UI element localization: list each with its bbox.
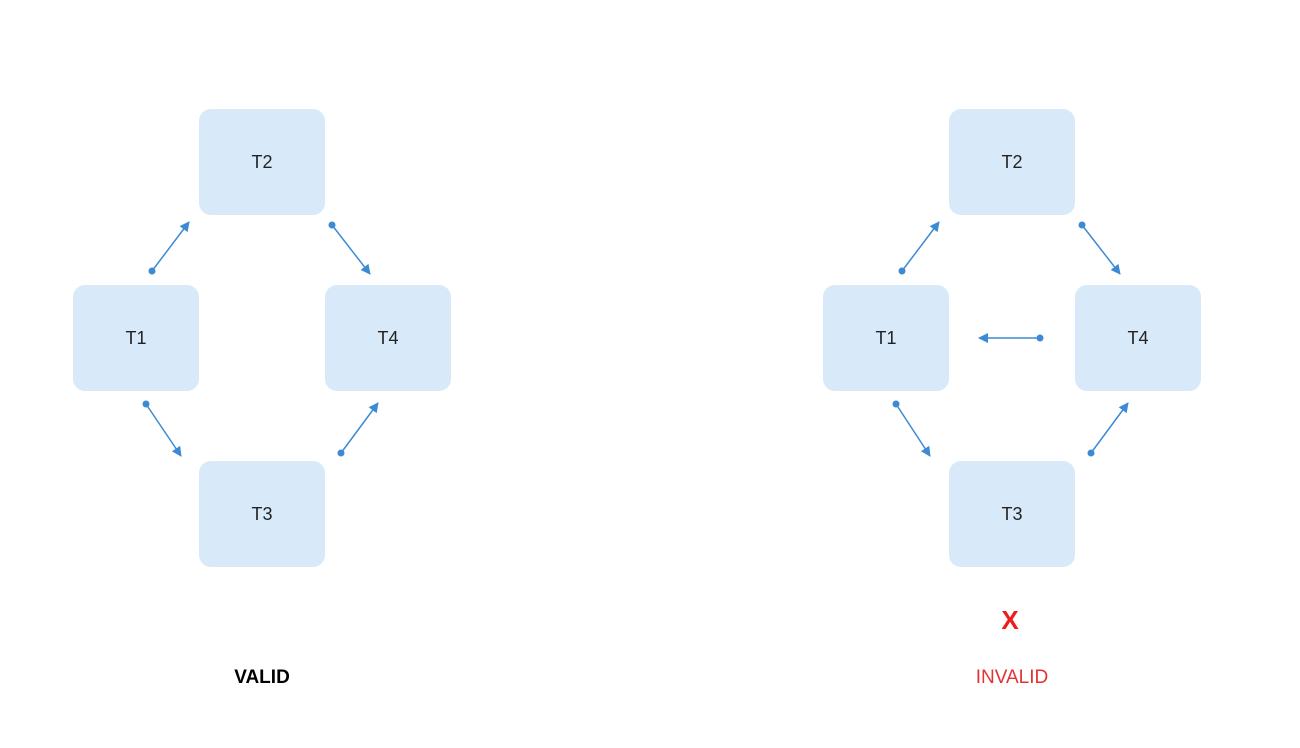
- right-node-t3-label: T3: [1001, 503, 1023, 524]
- invalid-label: INVALID: [975, 667, 1049, 688]
- left-node-t3: T3: [199, 461, 325, 567]
- left-node-t2: T2: [199, 109, 325, 215]
- left-node-t4: T4: [325, 285, 451, 391]
- right-node-t2-label: T2: [1001, 151, 1023, 172]
- left-edge-t2-t4: [328, 221, 371, 275]
- left-node-t1-label: T1: [125, 327, 147, 348]
- right-edge-t4-t1: [978, 333, 1044, 343]
- invalid-x-mark: X: [1001, 605, 1019, 635]
- left-edge-t1-t3: [142, 400, 182, 457]
- right-edge-t1-t3: [892, 400, 931, 457]
- right-edge-t1-t2: [898, 221, 940, 275]
- left-node-t2-label: T2: [251, 151, 273, 172]
- right-node-t1: T1: [823, 285, 949, 391]
- right-node-t2: T2: [949, 109, 1075, 215]
- right-node-t4: T4: [1075, 285, 1201, 391]
- right-edge-t3-t4: [1087, 402, 1129, 457]
- right-node-t4-label: T4: [1127, 327, 1149, 348]
- right-edge-t2-t4: [1078, 221, 1121, 275]
- left-node-t3-label: T3: [251, 503, 273, 524]
- right-node-t3: T3: [949, 461, 1075, 567]
- valid-label: VALID: [234, 667, 290, 688]
- left-node-t4-label: T4: [377, 327, 399, 348]
- right-node-t1-label: T1: [875, 327, 897, 348]
- left-edge-t3-t4: [337, 402, 379, 457]
- left-edge-t1-t2: [148, 221, 190, 275]
- left-node-t1: T1: [73, 285, 199, 391]
